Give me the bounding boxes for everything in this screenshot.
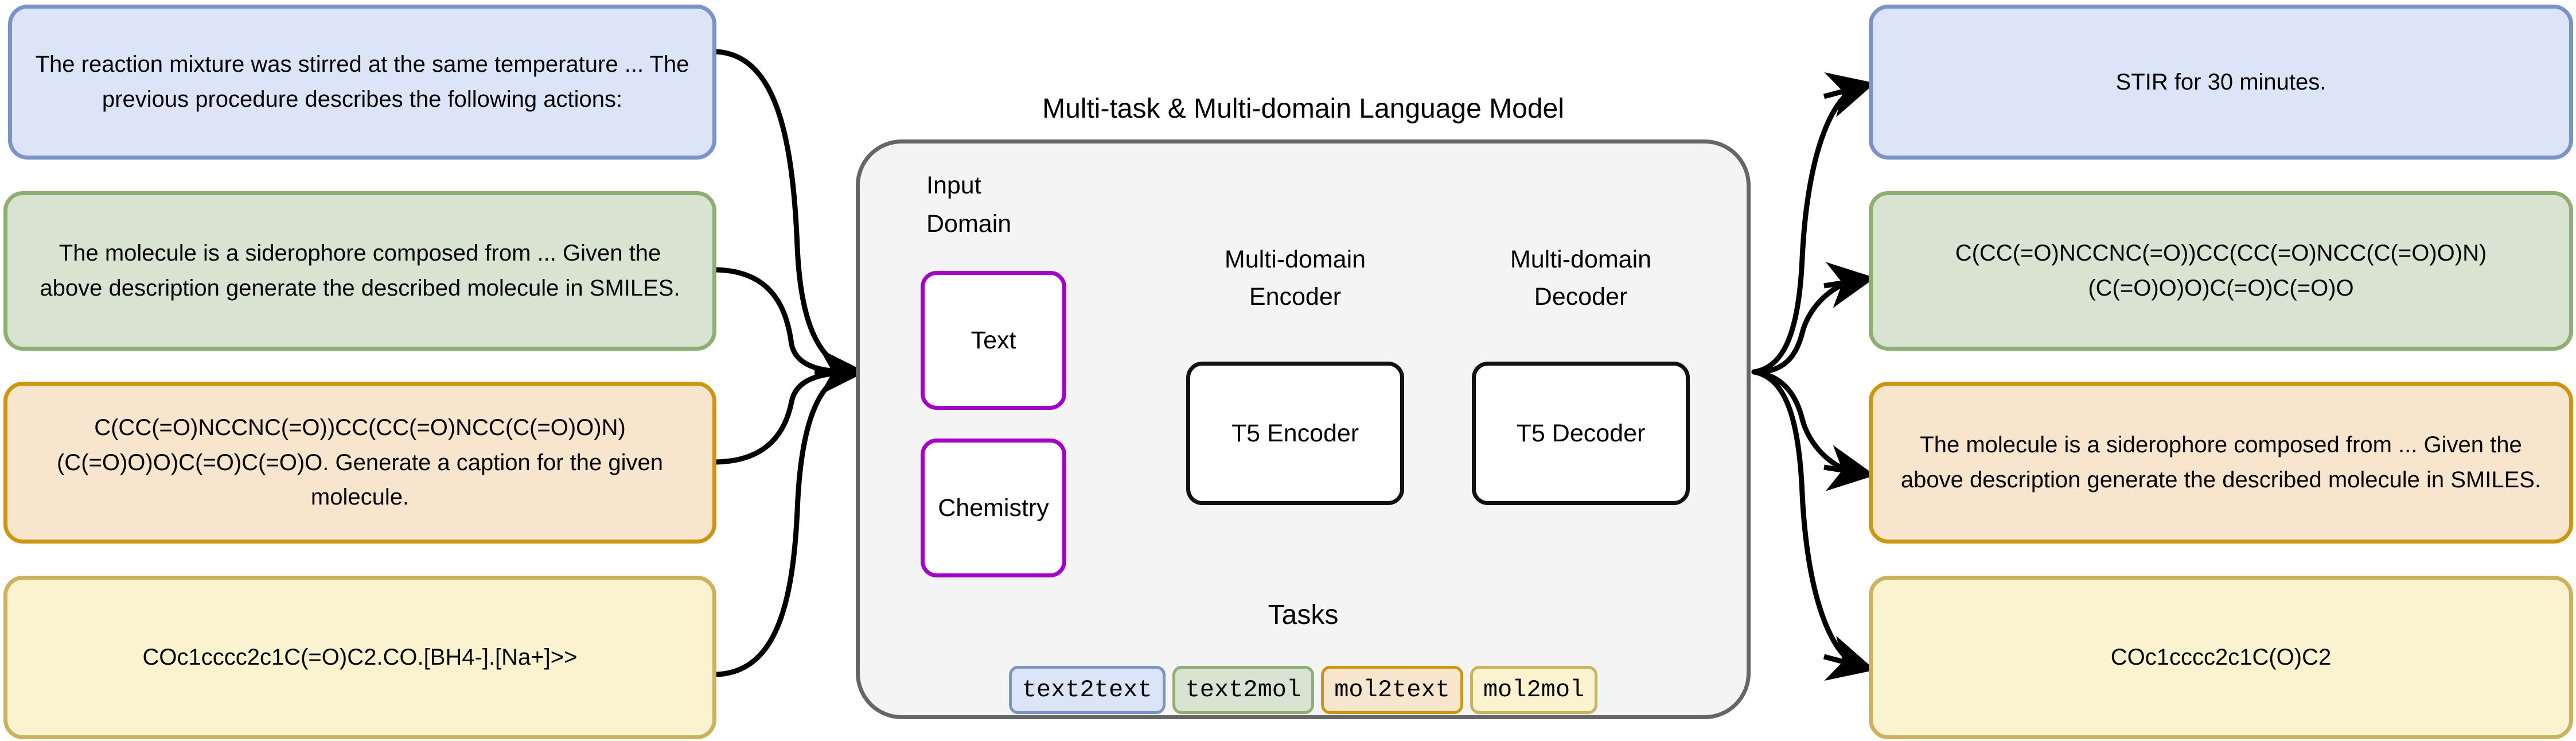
task-chip-text2text[interactable]: text2text [1008, 666, 1166, 714]
t5-decoder-label: T5 Decoder [1516, 419, 1646, 447]
task-chip-label: mol2text [1334, 676, 1450, 704]
output-card-mol2mol[interactable]: COc1cccc2c1C(O)C2 [1869, 576, 2573, 739]
t5-encoder-box[interactable]: T5 Encoder [1186, 362, 1404, 505]
t5-decoder-box[interactable]: T5 Decoder [1472, 362, 1690, 505]
domain-box-label: Text [971, 326, 1016, 354]
input-card-text: COc1cccc2c1C(=O)C2.CO.[BH4-].[Na+]>> [142, 645, 578, 670]
task-chip-mol2mol[interactable]: mol2mol [1470, 666, 1598, 714]
domain-box-chemistry[interactable]: Chemistry [921, 439, 1066, 577]
task-chip-text2mol[interactable]: text2mol [1172, 666, 1315, 714]
tasks-row: text2text text2mol mol2text mol2mol [856, 666, 1751, 714]
task-chip-label: text2mol [1185, 676, 1301, 704]
input-card-text: The molecule is a siderophore composed f… [40, 240, 680, 301]
input-card-text2mol[interactable]: The molecule is a siderophore composed f… [3, 191, 716, 351]
encoder-caption: Multi-domain Encoder [1224, 246, 1366, 311]
model-title: Multi-task & Multi-domain Language Model [1042, 94, 1564, 124]
output-card-text2text[interactable]: STIR for 30 minutes. [1869, 5, 2573, 160]
output-card-text2mol[interactable]: C(CC(=O)NCCNC(=O))CC(CC(=O)NCC(C(=O)O)N)… [1869, 191, 2573, 351]
decoder-caption: Multi-domain Decoder [1510, 246, 1652, 311]
output-card-text: C(CC(=O)NCCNC(=O))CC(CC(=O)NCC(C(=O)O)N)… [1955, 240, 2487, 301]
input-domain-label: Input Domain [926, 172, 1012, 238]
output-card-mol2text[interactable]: The molecule is a siderophore composed f… [1869, 382, 2573, 544]
input-card-text: The reaction mixture was stirred at the … [35, 52, 689, 112]
input-card-mol2mol[interactable]: COc1cccc2c1C(=O)C2.CO.[BH4-].[Na+]>> [3, 576, 716, 739]
t5-encoder-label: T5 Encoder [1231, 419, 1359, 447]
input-card-text: C(CC(=O)NCCNC(=O))CC(CC(=O)NCC(C(=O)O)N)… [56, 414, 663, 510]
input-card-mol2text[interactable]: C(CC(=O)NCCNC(=O))CC(CC(=O)NCC(C(=O)O)N)… [3, 382, 716, 544]
task-chip-label: mol2mol [1483, 676, 1585, 704]
task-chip-label: text2text [1022, 676, 1152, 704]
task-chip-mol2text[interactable]: mol2text [1321, 666, 1463, 714]
output-card-text: COc1cccc2c1C(O)C2 [2110, 645, 2332, 670]
tasks-title: Tasks [1268, 600, 1339, 630]
output-card-text: STIR for 30 minutes. [2115, 69, 2326, 95]
input-card-text2text[interactable]: The reaction mixture was stirred at the … [8, 5, 716, 160]
domain-box-label: Chemistry [938, 494, 1049, 522]
output-card-text: The molecule is a siderophore composed f… [1900, 432, 2542, 492]
domain-box-text[interactable]: Text [921, 271, 1066, 410]
